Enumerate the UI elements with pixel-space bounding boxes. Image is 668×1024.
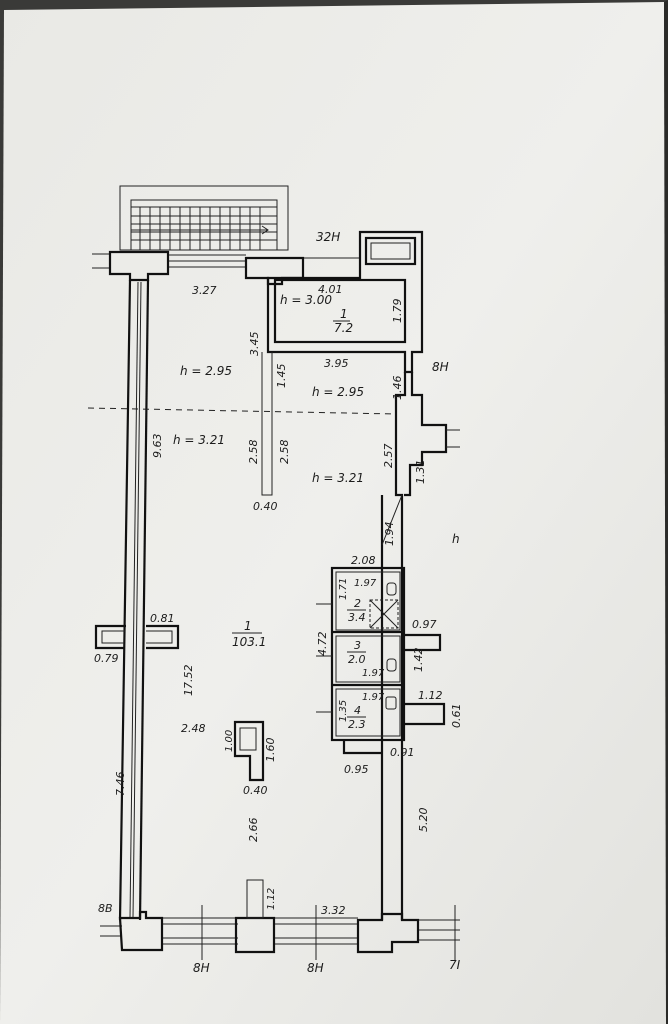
room-area-2: 3.4	[348, 611, 366, 624]
axis-label-7i: 7I	[449, 958, 461, 972]
axis-label-32n: 32Н	[316, 230, 340, 244]
height-label-295-mid: h = 2.95	[312, 385, 364, 399]
dim-258-a: 2.58	[247, 440, 260, 465]
height-label-321-left: h = 3.21	[173, 433, 225, 447]
dim-100: 1.00	[224, 730, 235, 752]
left-niche	[94, 624, 180, 650]
dim-472: 4.72	[316, 632, 329, 657]
dim-746: 7.46	[114, 772, 127, 797]
dim-040-a: 0.40	[253, 500, 278, 513]
small-rooms-block	[316, 566, 446, 755]
dim-194: 1.94	[383, 522, 396, 547]
bottom-wall	[100, 879, 460, 960]
axis-label-8n-right: 8Н	[432, 360, 449, 374]
dim-963: 9.63	[151, 434, 164, 459]
dim-197-b: 1.97	[362, 668, 385, 679]
room-number-3: 3	[354, 639, 361, 652]
top-room-outline	[266, 230, 424, 374]
dim-179: 1.79	[391, 299, 404, 324]
axis-label-8b: 8В	[98, 902, 113, 915]
center-column	[233, 720, 265, 782]
axis-label-8n-bottom-2: 8Н	[307, 961, 324, 975]
dim-079: 0.79	[94, 652, 119, 665]
dim-171: 1.71	[338, 578, 349, 600]
dim-258-b: 2.58	[278, 440, 291, 465]
dim-401: 4.01	[318, 283, 343, 296]
room-number-1: 1	[244, 619, 252, 633]
dim-327: 3.27	[192, 284, 217, 297]
dim-097: 0.97	[412, 618, 437, 631]
dim-040-b: 0.40	[243, 784, 268, 797]
height-label-321-mid: h = 3.21	[312, 471, 364, 485]
top-wall	[92, 250, 360, 286]
plan-labels: 32Н 8Н 8В 8Н 8Н 7I h = 3.00 h = 2.95 h =…	[94, 230, 463, 975]
room-number-4: 4	[354, 704, 361, 717]
dim-520: 5.20	[417, 808, 430, 833]
photo-edge-shadow	[664, 0, 668, 1024]
dim-1752: 17.52	[182, 665, 195, 697]
dim-095: 0.95	[344, 763, 369, 776]
dim-257: 2.57	[382, 444, 395, 469]
room-number-top: 1	[340, 307, 348, 321]
dim-131: 1.31	[414, 460, 427, 485]
axis-label-8n-bottom-1: 8Н	[193, 961, 210, 975]
dim-146: 1.46	[391, 376, 404, 401]
dim-197-a: 1.97	[354, 578, 377, 589]
height-label-300: h = 3.00	[280, 293, 332, 307]
room-number-2: 2	[354, 597, 361, 610]
dim-061: 0.61	[450, 704, 463, 729]
right-long-wall	[380, 372, 460, 920]
dim-112-b: 1.12	[266, 888, 277, 910]
dim-145: 1.45	[275, 364, 288, 389]
middle-partition	[261, 352, 273, 496]
room-area-4: 2.3	[348, 718, 366, 731]
dim-160: 1.60	[264, 738, 277, 763]
dim-197-c: 1.97	[362, 692, 385, 703]
height-label-295-left: h = 2.95	[180, 364, 232, 378]
dim-081: 0.81	[150, 612, 175, 625]
level-change-dashed-line	[87, 407, 397, 415]
height-label-right: h	[452, 532, 460, 546]
dim-112-a: 1.12	[418, 689, 443, 702]
dim-142: 1.42	[412, 648, 425, 673]
dim-395: 3.95	[324, 357, 349, 370]
dim-135: 1.35	[338, 700, 349, 722]
left-long-wall	[118, 279, 150, 921]
dim-266: 2.66	[247, 818, 260, 843]
dim-248: 2.48	[181, 722, 206, 735]
dim-208: 2.08	[351, 554, 376, 567]
staircase	[119, 185, 289, 251]
room-area-1: 103.1	[232, 635, 266, 649]
room-area-3: 2.0	[348, 653, 366, 666]
dim-332: 3.32	[321, 904, 346, 917]
dim-345: 3.45	[248, 332, 261, 357]
dim-091: 0.91	[390, 746, 415, 759]
room-area-top: 7.2	[334, 321, 353, 335]
